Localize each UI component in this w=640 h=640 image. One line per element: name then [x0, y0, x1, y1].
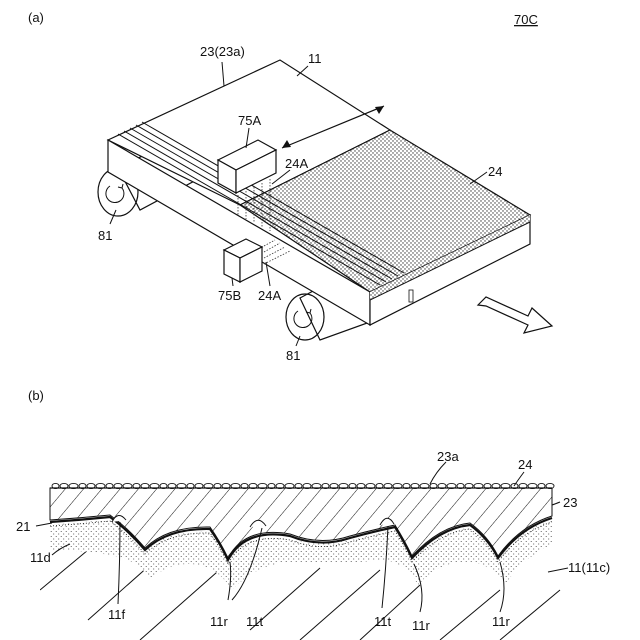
label-11f: 11f	[108, 607, 125, 622]
label-23a: 23a	[437, 449, 459, 464]
panel-a-label: (a)	[28, 10, 44, 25]
label-81-right: 81	[286, 348, 300, 363]
label-23: 23	[563, 495, 577, 510]
label-21: 21	[16, 519, 30, 534]
label-75A: 75A	[238, 113, 261, 128]
label-24A-lower: 24A	[258, 288, 281, 303]
label-11: 11	[308, 51, 322, 66]
label-11r-1: 11r	[210, 614, 228, 629]
feed-direction-arrow	[478, 297, 552, 333]
label-81-left: 81	[98, 228, 112, 243]
head-75B	[224, 239, 262, 282]
label-24: 24	[488, 164, 502, 179]
label-11d: 11d	[30, 550, 51, 565]
panel-a: (a) 70C	[28, 10, 552, 363]
label-75B: 75B	[218, 288, 241, 303]
figure-id-label: 70C	[514, 12, 538, 27]
label-11t-2: 11t	[374, 614, 391, 629]
sheet-block	[108, 60, 530, 325]
label-24A-upper: 24A	[285, 156, 308, 171]
label-11r-2: 11r	[412, 618, 430, 633]
panel-b-label: (b)	[28, 388, 44, 403]
panel-b: (b)	[16, 388, 610, 640]
label-11r-3: 11r	[492, 614, 510, 629]
label-24: 24	[518, 457, 532, 472]
label-11-11c: 11(11c)	[568, 560, 610, 575]
label-11t-1: 11t	[246, 614, 263, 629]
label-23-23a: 23(23a)	[200, 44, 245, 59]
